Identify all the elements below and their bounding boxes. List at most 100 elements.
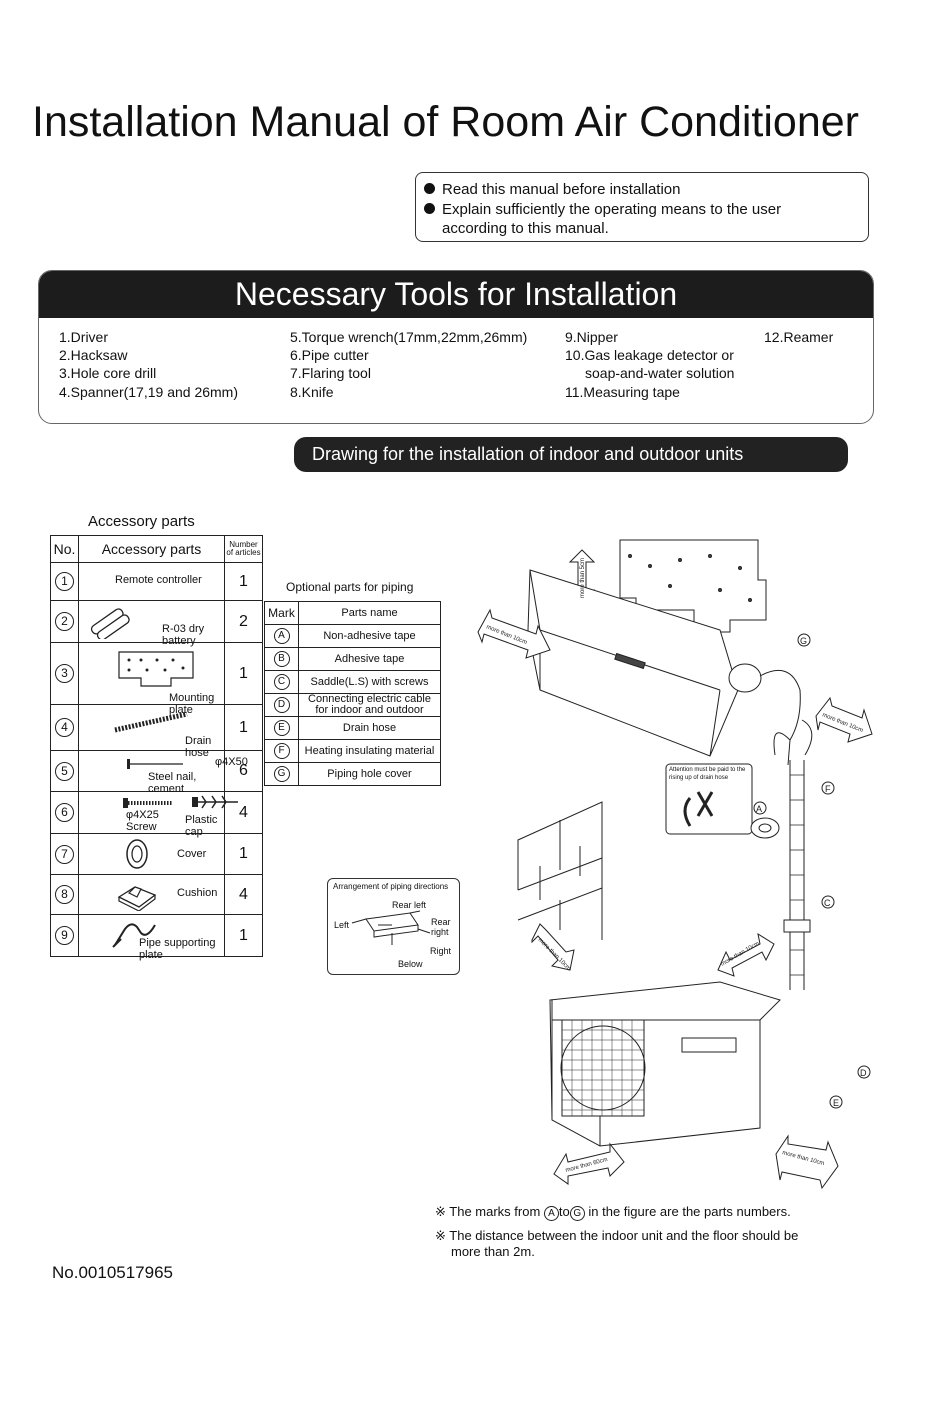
footnote-distance: ※ The distance between the indoor unit a… — [435, 1228, 799, 1243]
clearance-arrow-icon — [815, 696, 873, 743]
mark-badge: A — [273, 628, 290, 644]
clearance-arrow-icon — [553, 1142, 625, 1185]
part-name: Piping hole cover — [298, 762, 441, 786]
tool-item: 2.Hacksaw — [59, 347, 128, 363]
pipe-supporting-plate-icon — [112, 923, 156, 948]
tool-item: 8.Knife — [290, 384, 334, 400]
clearance-label: more than 5cm — [580, 558, 586, 598]
plastic-cap-icon — [192, 795, 238, 809]
table-row: 3 Mounting plate 1 — [50, 642, 263, 716]
tool-item: 10.Gas leakage detector or — [565, 347, 734, 363]
col-header-parts-name: Parts name — [298, 601, 441, 625]
tool-item: 11.Measuring tape — [565, 384, 680, 400]
below-label: Below — [398, 959, 423, 969]
left-label: Left — [334, 920, 350, 930]
notes-box: Read this manual before installation Exp… — [415, 172, 869, 242]
row-number: 6 — [55, 803, 74, 822]
table-header-row: No. Accessory parts Number of articles — [50, 535, 263, 563]
piping-directions-box: Arrangement of piping directions Rear le… — [327, 878, 460, 975]
mounting-plate-drawing — [619, 539, 767, 633]
part-qty: 2 — [224, 600, 263, 643]
mark-badge: D — [273, 697, 290, 713]
tool-item: 12.Reamer — [764, 329, 834, 345]
drawing-heading: Drawing for the installation of indoor a… — [294, 437, 848, 472]
tool-item: soap-and-water solution — [585, 365, 735, 381]
tool-item: 7.Flaring tool — [290, 365, 371, 381]
note-item: Read this manual before installation — [424, 181, 680, 198]
row-number: 1 — [55, 572, 74, 591]
col-header-parts: Accessory parts — [78, 535, 225, 563]
part-name: Connecting electric cable — [308, 693, 431, 705]
note-item: according to this manual. — [442, 220, 609, 237]
part-name: Cover — [177, 848, 207, 860]
col-header-no: No. — [50, 535, 79, 563]
row-number: 4 — [55, 718, 74, 737]
tool-item: 4.Spanner(17,19 and 26mm) — [59, 384, 238, 400]
row-number: 5 — [55, 761, 74, 781]
part-name: Drain hose — [298, 716, 441, 740]
part-name: Remote controller — [115, 574, 202, 586]
tools-box: Necessary Tools for Installation 1.Drive… — [38, 270, 874, 424]
part-qty: 1 — [224, 914, 263, 957]
mark-label: F — [825, 784, 831, 794]
part-qty: 1 — [224, 704, 263, 751]
part-spec-label: Screw — [126, 821, 157, 833]
tool-item: 9.Nipper — [565, 329, 618, 345]
table-row: 7 Cover 1 — [50, 833, 263, 875]
rear-right-label: Rear right — [431, 917, 451, 937]
part-qty: 6 — [224, 750, 263, 792]
mounting-plate-icon — [118, 651, 194, 687]
part-name: Adhesive tape — [298, 647, 441, 671]
optional-caption: Optional parts for piping — [286, 580, 414, 594]
table-row: 6 φ4X25 Screw Plastic cap 4 — [50, 791, 263, 838]
mark-label: E — [833, 1098, 839, 1108]
piping-directions-diagram — [351, 910, 431, 945]
part-qty: 4 — [224, 791, 263, 834]
row-number: 9 — [55, 926, 74, 945]
mark-badge: G — [569, 1206, 585, 1221]
mark-badge: E — [273, 720, 290, 736]
table-row: 1 Remote controller 1 — [50, 562, 263, 601]
table-header-row: Mark Parts name — [264, 601, 441, 625]
steel-nail-icon — [127, 759, 183, 769]
footnote-distance-cont: more than 2m. — [451, 1244, 535, 1259]
rear-left-label: Rear left — [392, 900, 427, 910]
part-spec: φ4X25 — [126, 809, 159, 821]
part-qty: 1 — [224, 833, 263, 875]
part-name: Cushion — [177, 887, 218, 899]
table-row: 8 Cushion 4 — [50, 874, 263, 915]
accessory-caption: Accessory parts — [88, 513, 195, 530]
clearance-arrow-icon — [775, 1134, 839, 1190]
part-name-line2: for indoor and outdoor — [315, 704, 424, 716]
clearance-arrow-icon — [531, 923, 575, 971]
part-name: Non-adhesive tape — [298, 624, 441, 648]
piping-hole-cover-drawing — [728, 663, 762, 693]
cushion-icon — [117, 886, 157, 911]
col-header-mark: Mark — [264, 601, 299, 625]
tool-item: 5.Torque wrench(17mm,22mm,26mm) — [290, 329, 528, 345]
accessory-table: No. Accessory parts Number of articles 1… — [50, 535, 263, 961]
clearance-arrow-icon — [477, 608, 551, 659]
attention-text: Attention must be paid to the rising up … — [669, 767, 746, 781]
tools-heading: Necessary Tools for Installation — [39, 271, 873, 318]
right-label: Right — [430, 946, 452, 956]
part-qty: 1 — [224, 642, 263, 705]
cover-icon — [126, 839, 148, 869]
drain-hose-icon — [114, 711, 188, 733]
row-number: 2 — [55, 612, 74, 631]
tool-item: 3.Hole core drill — [59, 365, 157, 381]
mark-label: C — [824, 898, 831, 908]
mark-badge: A — [543, 1206, 559, 1221]
row-number: 7 — [55, 844, 74, 864]
wall-drawing — [517, 801, 603, 940]
table-row: E Drain hose — [264, 716, 441, 740]
part-name: Heating insulating material — [298, 739, 441, 763]
table-row: A Non-adhesive tape — [264, 624, 441, 648]
